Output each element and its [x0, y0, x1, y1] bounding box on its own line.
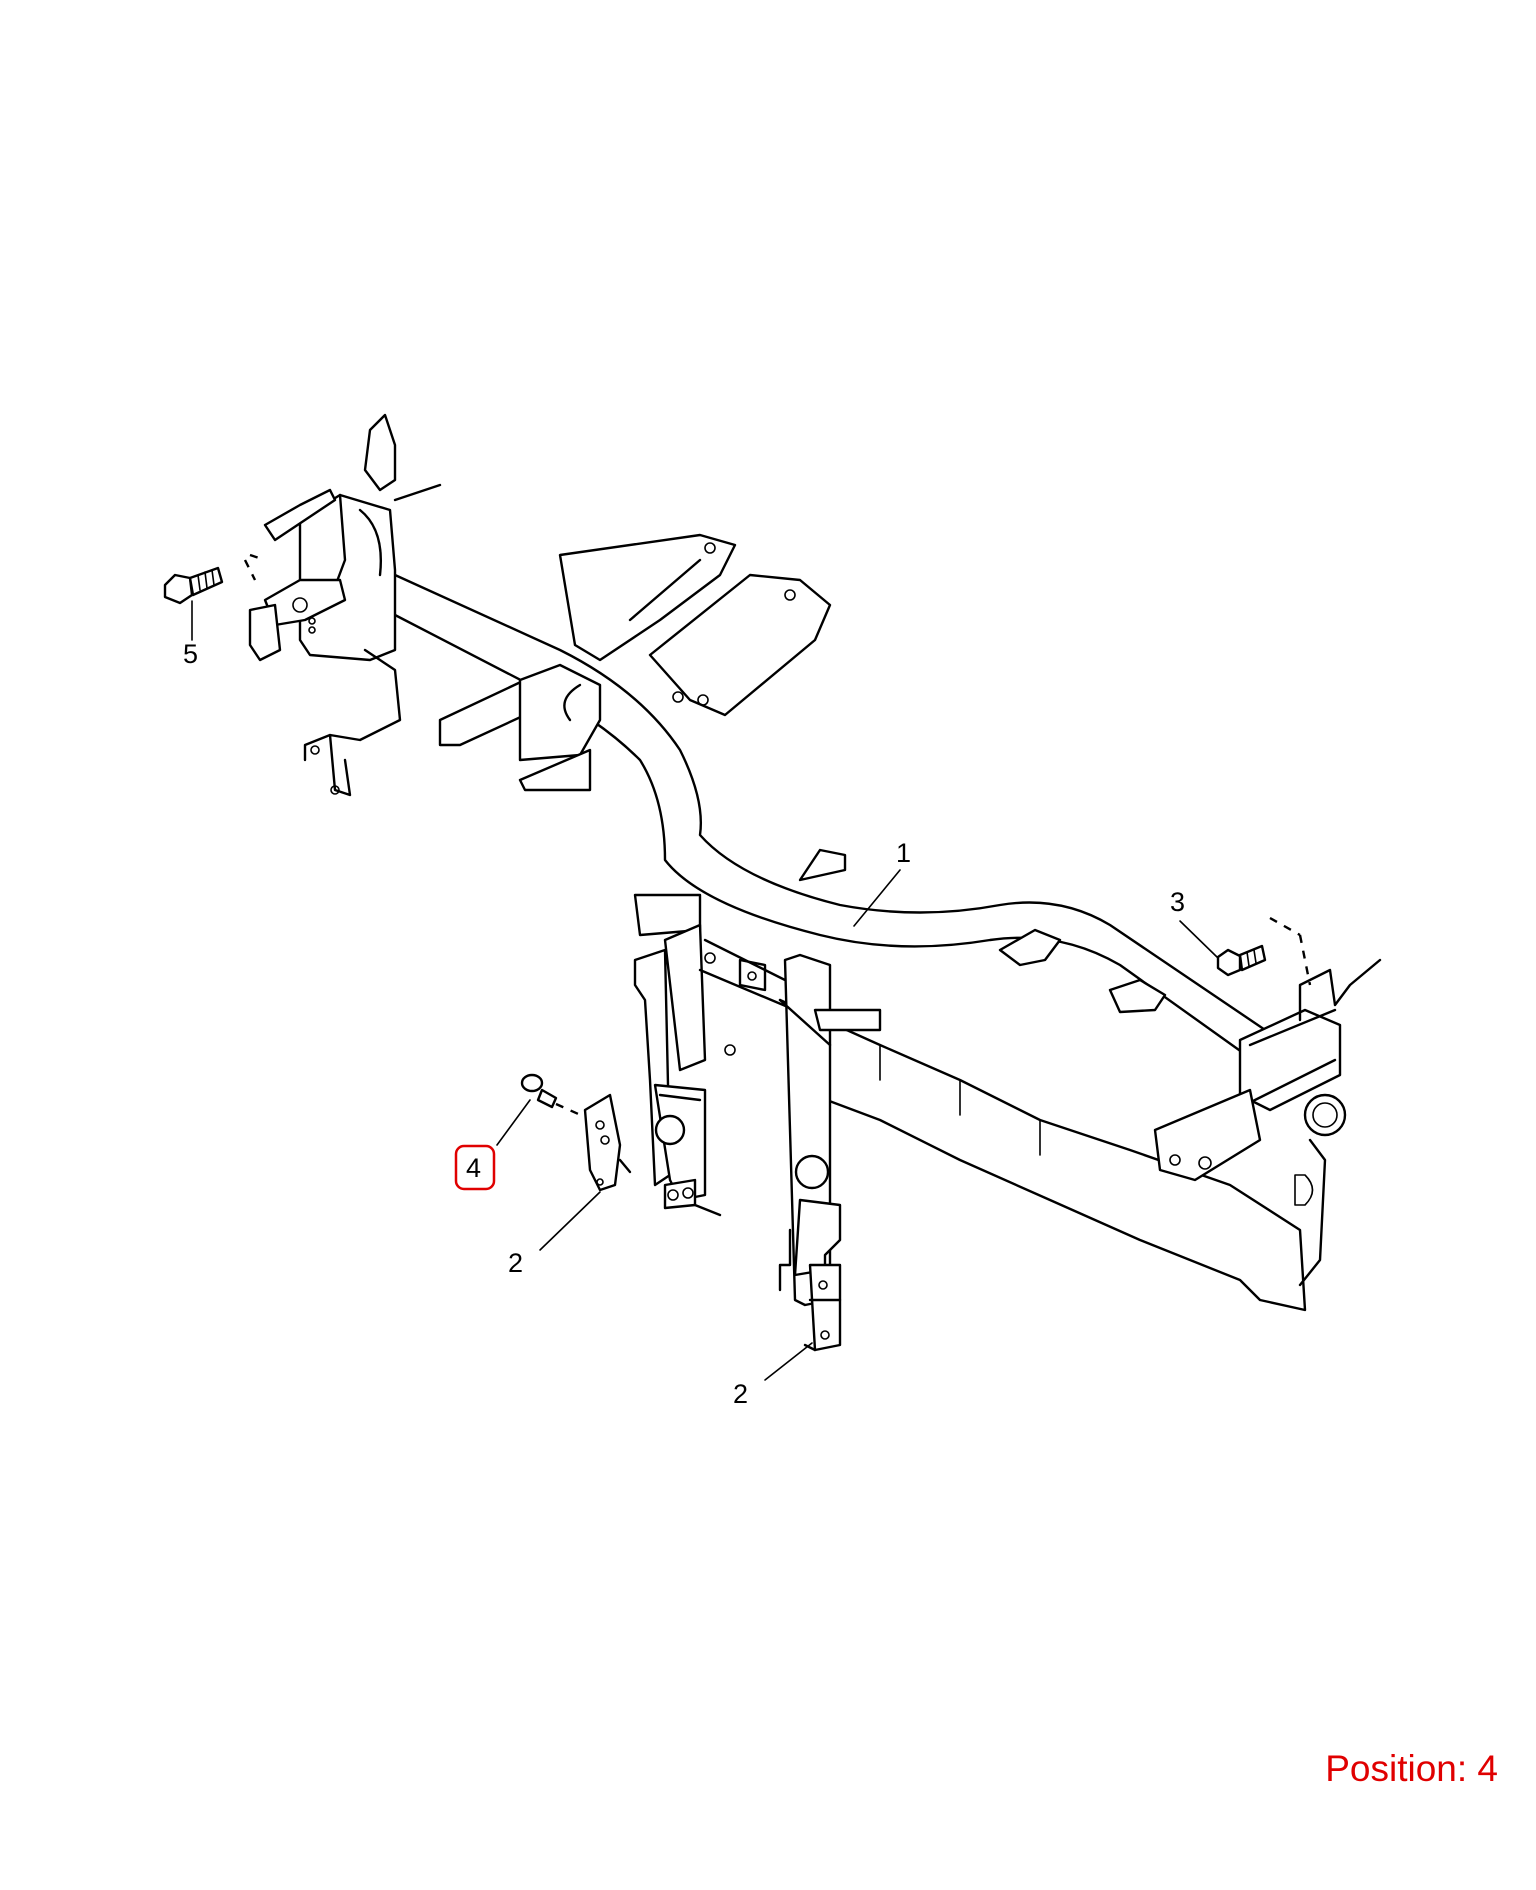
center-support-brackets: [438, 533, 832, 792]
callout-4[interactable]: 4: [466, 1153, 481, 1183]
leader-line-4: [496, 1099, 531, 1146]
tube-clips: [998, 928, 1167, 1014]
leader-line-2b: [764, 1342, 813, 1381]
callout-5[interactable]: 5: [183, 639, 198, 669]
callout-2-left[interactable]: 2: [508, 1248, 523, 1278]
center-column: [633, 848, 882, 1352]
callout-1[interactable]: 1: [896, 838, 911, 868]
bolt-part-5: [163, 566, 224, 605]
leader-line-2a: [539, 1191, 601, 1251]
position-value: 4: [1477, 1748, 1498, 1789]
small-bracket-part-2: [583, 1093, 632, 1192]
callout-labels: 5 1 3 4 2 2: [183, 639, 1185, 1409]
position-indicator: Position: 4: [1325, 1748, 1498, 1790]
callout-3[interactable]: 3: [1170, 887, 1185, 917]
callout-2-bottom[interactable]: 2: [733, 1379, 748, 1409]
left-end-bracket: [243, 413, 442, 797]
leader-lines: [191, 600, 1219, 1381]
leader-line-3: [1179, 920, 1219, 959]
bolt-part-3: [1216, 944, 1267, 977]
position-prefix: Position:: [1325, 1748, 1468, 1789]
cross-car-beam: [385, 573, 1382, 1312]
bolt-part-4: [520, 1073, 586, 1119]
leader-line-1: [853, 869, 901, 927]
callout-4-highlight-box: [454, 1144, 496, 1191]
